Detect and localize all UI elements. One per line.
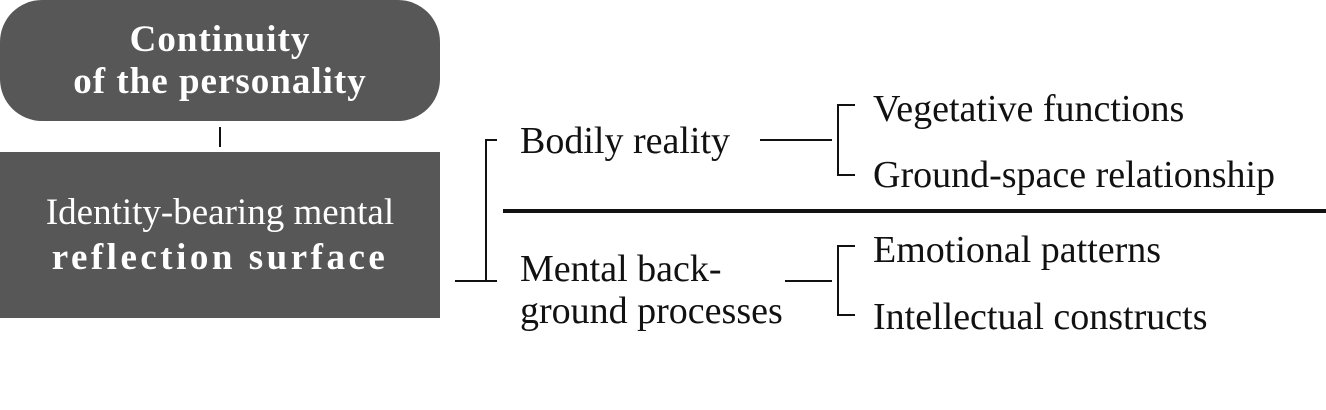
identity-line1: Identity-bearing mental (45, 192, 395, 233)
bodily-reality-label: Bodily reality (520, 120, 731, 162)
vegetative-functions-label: Vegetative functions (873, 88, 1185, 130)
continuity-line1: Continuity (129, 18, 311, 60)
continuity-line2: of the personality (73, 61, 366, 103)
mental-bracket (837, 245, 855, 316)
intellectual-constructs-label: Intellectual constructs (873, 296, 1208, 338)
emotional-patterns-label: Emotional patterns (873, 229, 1162, 271)
mental-processes-line2: ground processes (520, 290, 783, 332)
continuity-line2b: personality (178, 60, 367, 102)
continuity-line2a: of the (73, 60, 179, 102)
identity-line2: reflection surface (51, 237, 389, 278)
ground-space-label: Ground-space relationship (873, 154, 1276, 196)
bodily-bracket (837, 104, 855, 176)
main-bracket (455, 139, 497, 282)
identity-bearing-node: Identity-bearing mental reflection surfa… (0, 152, 440, 318)
mental-processes-line1: Mental back- (520, 248, 722, 290)
continuity-of-personality-node: Continuity of the personality (0, 0, 440, 121)
